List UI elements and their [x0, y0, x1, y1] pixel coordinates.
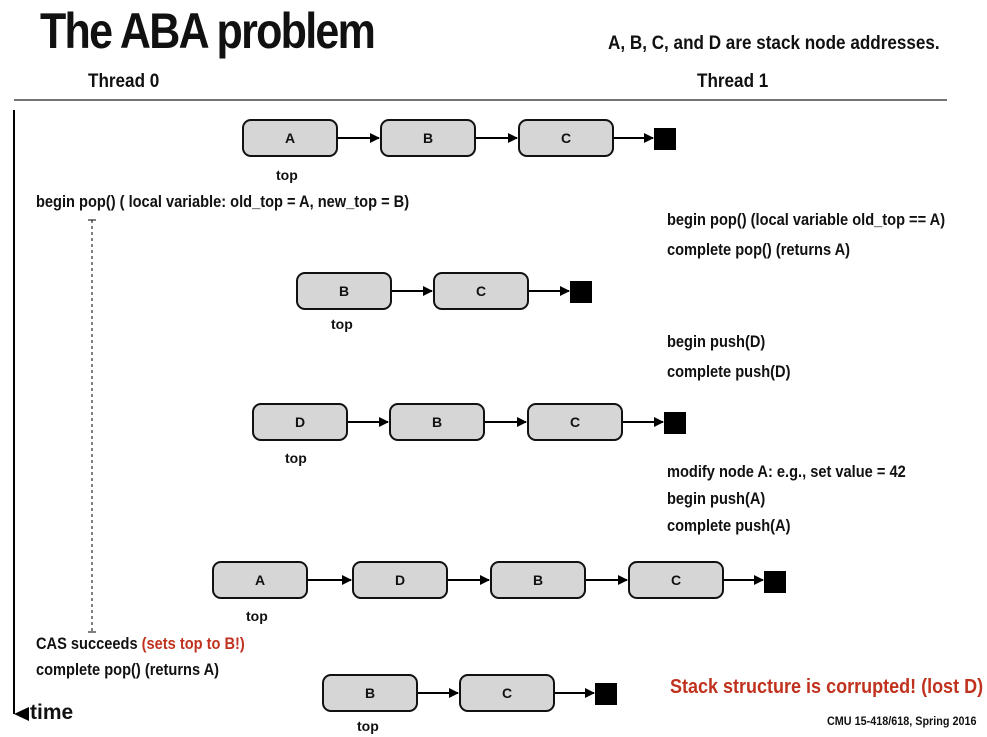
- thread1-begin-push-a: begin push(A): [667, 489, 766, 508]
- null-terminator: [654, 128, 676, 150]
- slide-subtitle: A, B, C, and D are stack node addresses.: [608, 33, 940, 54]
- thread1-modify-a: modify node A: e.g., set value = 42: [667, 462, 906, 481]
- top-pointer-label: top: [246, 608, 268, 624]
- cas-succeeds-text: CAS succeeds: [36, 634, 142, 653]
- thread1-begin-push-d: begin push(D): [667, 332, 766, 351]
- thread0-cas-line: CAS succeeds (sets top to B!): [36, 634, 245, 654]
- slide-title: The ABA problem: [40, 3, 376, 59]
- stack-node: C: [433, 272, 529, 310]
- thread1-complete-pop: complete pop() (returns A): [667, 240, 851, 259]
- top-pointer-label: top: [331, 316, 353, 332]
- cas-highlight-text: (sets top to B!): [141, 634, 245, 653]
- corruption-warning: Stack structure is corrupted! (lost D): [670, 676, 984, 698]
- thread0-label: Thread 0: [88, 71, 160, 92]
- null-terminator: [764, 571, 786, 593]
- stack-node: A: [242, 119, 338, 157]
- thread1-begin-pop: begin pop() (local variable old_top == A…: [667, 210, 946, 229]
- null-terminator: [595, 683, 617, 705]
- thread1-complete-push-d: complete push(D): [667, 362, 791, 381]
- stack-node: C: [459, 674, 555, 712]
- top-pointer-label: top: [285, 450, 307, 466]
- stack-node: B: [380, 119, 476, 157]
- slide-footer: CMU 15-418/618, Spring 2016: [827, 714, 977, 728]
- stack-node: C: [628, 561, 724, 599]
- stack-node: B: [389, 403, 485, 441]
- stack-node: A: [212, 561, 308, 599]
- thread0-complete-pop: complete pop() (returns A): [36, 660, 220, 679]
- top-pointer-label: top: [357, 718, 379, 734]
- stack-node: B: [296, 272, 392, 310]
- thread1-label: Thread 1: [697, 71, 769, 92]
- stack-node: C: [518, 119, 614, 157]
- stack-node: B: [490, 561, 586, 599]
- stack-node: C: [527, 403, 623, 441]
- thread0-begin-pop: begin pop() ( local variable: old_top = …: [36, 192, 410, 211]
- null-terminator: [570, 281, 592, 303]
- stack-node: D: [252, 403, 348, 441]
- time-axis-label: time: [30, 701, 74, 724]
- thread1-complete-push-a: complete push(A): [667, 516, 791, 535]
- top-pointer-label: top: [276, 167, 298, 183]
- stack-node: D: [352, 561, 448, 599]
- null-terminator: [664, 412, 686, 434]
- stack-node: B: [322, 674, 418, 712]
